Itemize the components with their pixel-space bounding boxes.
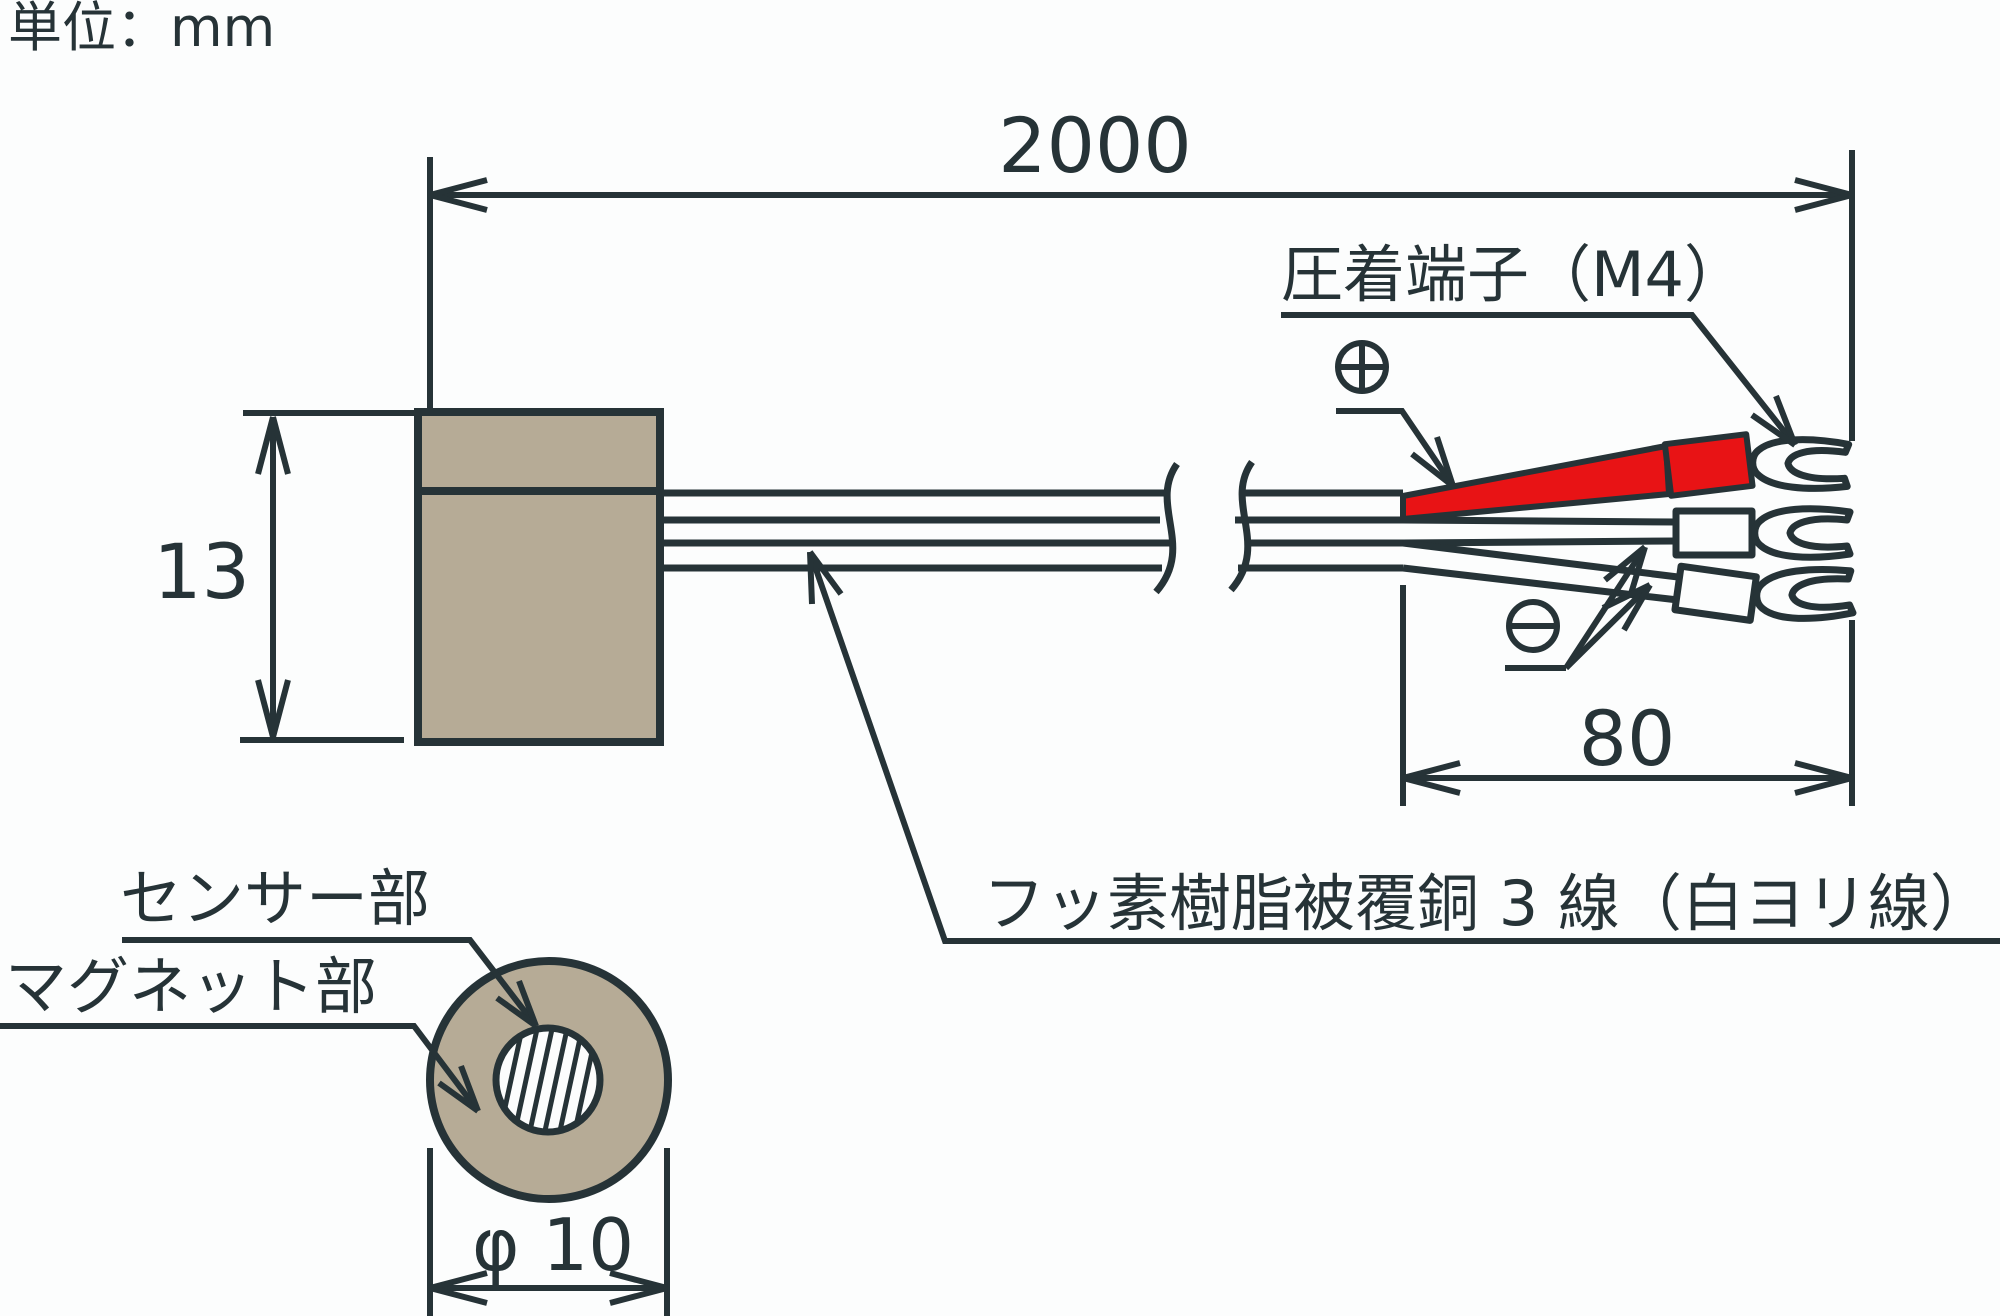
arrow-right-icon [609, 1270, 668, 1306]
leader-arrow-icon [1410, 436, 1456, 489]
leader-arrow-icon [1750, 394, 1798, 448]
terminal-assembly [1400, 431, 1857, 624]
plus-symbol-icon [1335, 340, 1389, 394]
crimp-sleeve-bottom [1671, 562, 1760, 624]
sensor-body-rect [414, 408, 664, 746]
arrow-left-icon [429, 1270, 488, 1306]
wire-spec-label: フッ素樹脂被覆銅 3 線（白ヨリ線） [983, 867, 1992, 940]
arrow-right-icon [1794, 177, 1853, 213]
leader-arrow-icon [437, 1064, 481, 1114]
fork-terminal-icon [1749, 436, 1853, 492]
plus-symbol-cross [1340, 345, 1384, 389]
crimp-sleeve-positive [1661, 431, 1756, 499]
leader-arrow-icon [1601, 582, 1653, 632]
dimension-2000-value: 2000 [998, 101, 1191, 190]
leader-line [1281, 312, 1798, 447]
leader-line-2 [1563, 582, 1653, 671]
break-curve-right-icon [1228, 459, 1255, 593]
crimp-sleeve-rect [1671, 562, 1760, 624]
crimp-terminal-callout: 圧着端子（M4） [1281, 238, 1798, 448]
fork-terminal-icon [1751, 505, 1854, 561]
arrow-left-icon [1402, 760, 1461, 796]
arrow-right-icon [1794, 760, 1853, 796]
fork-terminal-positive [1749, 436, 1853, 492]
fork-terminal-bottom [1753, 566, 1857, 622]
unit-label: 単位：mm [8, 0, 275, 59]
crimp-sleeve-middle [1672, 507, 1756, 559]
leader-line [807, 551, 2000, 944]
arrow-down-icon [255, 679, 291, 738]
cable-right-segment [1228, 459, 1403, 593]
fork-terminal-middle [1751, 505, 1854, 561]
end-view: センサー部 マグネット部 φ 10 [0, 862, 672, 1316]
hatch-pattern-icon [499, 1031, 597, 1129]
sensor-leader-line [122, 937, 539, 1028]
dimension-phi10-value: φ 10 [472, 1203, 634, 1287]
break-curve-left-icon [1153, 461, 1180, 595]
leader-arrow-icon [807, 550, 844, 605]
dimension-80: 80 [1400, 585, 1853, 806]
leader-line [1336, 408, 1456, 488]
magnet-part-label: マグネット部 [5, 950, 377, 1023]
arrow-up-icon [255, 416, 291, 475]
wire-spec-callout: フッ素樹脂被覆銅 3 線（白ヨリ線） [807, 550, 2000, 944]
dimension-13-value: 13 [153, 527, 250, 616]
crimp-sleeve-rect [1661, 431, 1756, 499]
crimp-terminal-label: 圧着端子（M4） [1281, 238, 1746, 311]
arrow-left-icon [429, 177, 488, 213]
sensor-part-label: センサー部 [120, 862, 430, 935]
magnet-leader-line [0, 1023, 481, 1113]
sensor-body [414, 408, 664, 746]
dimension-80-value: 80 [1579, 694, 1676, 783]
negative-callout [1505, 544, 1653, 671]
negative-wire-middle [1402, 516, 1677, 547]
leader-arrow-icon [495, 979, 539, 1029]
dimension-13: 13 [153, 410, 418, 743]
leader-arrow-icon [1603, 544, 1648, 598]
minus-symbol-icon [1506, 599, 1560, 653]
dimension-2000: 2000 [427, 101, 1855, 806]
fork-terminal-icon [1753, 566, 1857, 622]
cable-left-segment [660, 461, 1180, 595]
positive-callout [1335, 340, 1456, 489]
